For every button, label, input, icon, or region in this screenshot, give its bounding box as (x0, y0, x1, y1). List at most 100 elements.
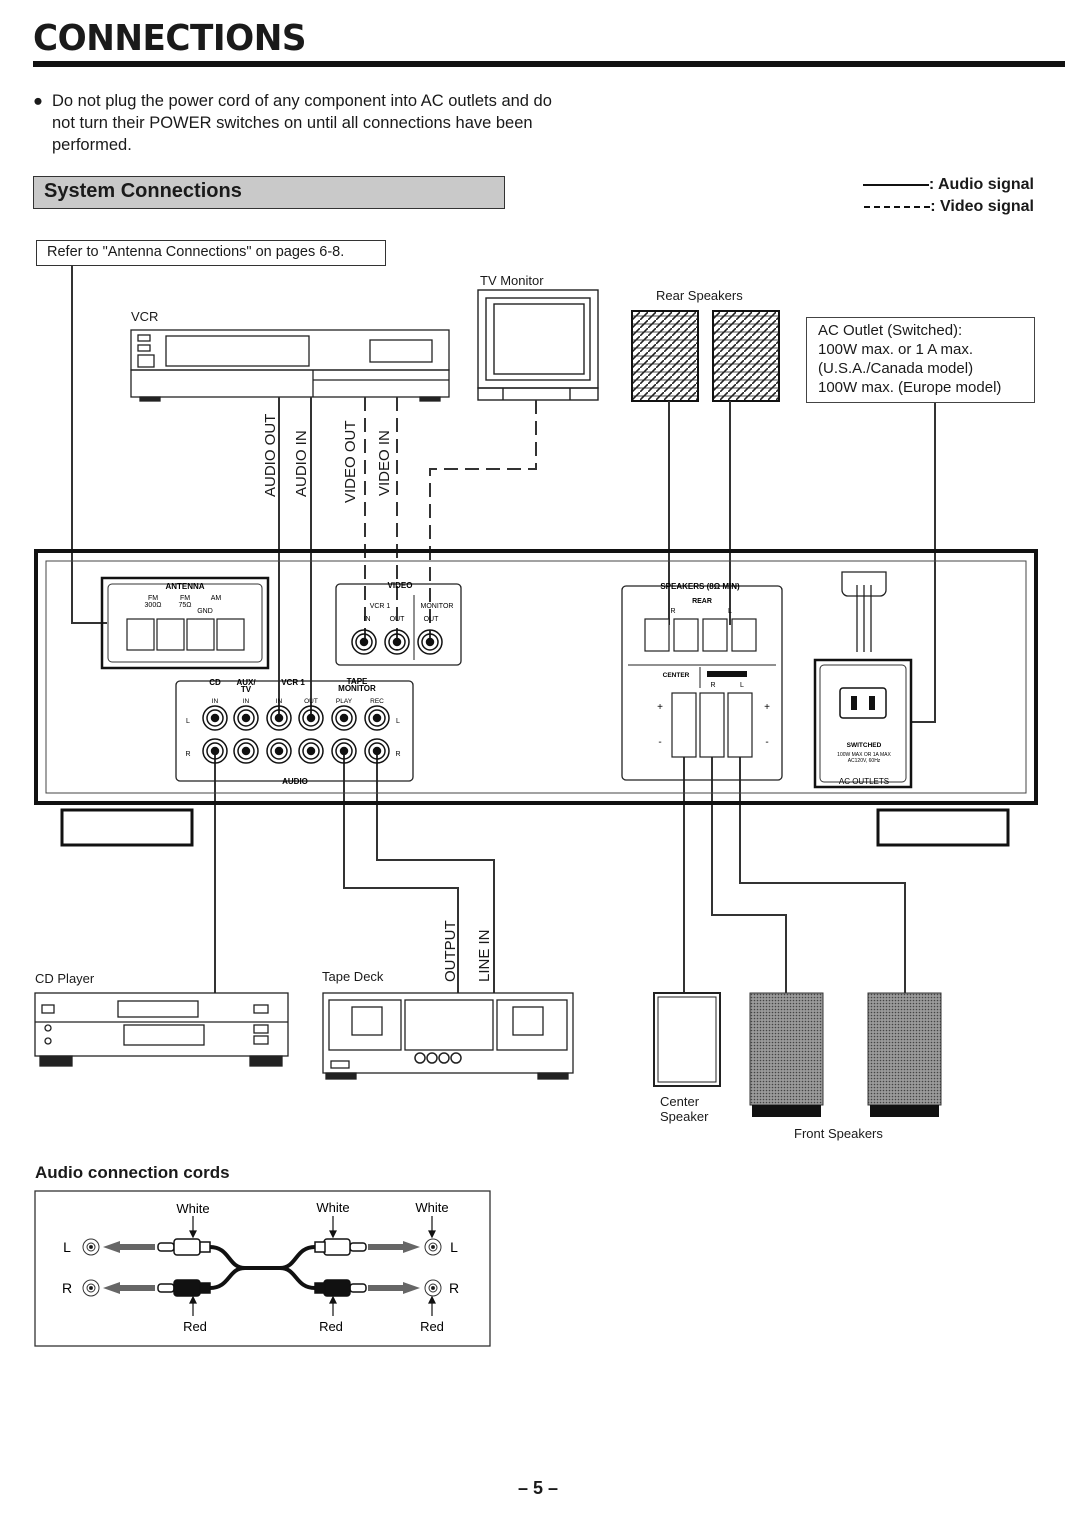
power-cord (841, 571, 887, 652)
audio-aux-label: AUX/ (236, 678, 256, 687)
video-out-jack-label: OUT (390, 616, 406, 623)
ac-outlets-title: AC OUTLETS (839, 777, 889, 786)
audio-jack (364, 705, 390, 731)
cord-l-right: L (450, 1239, 458, 1255)
antenna-reference-note: Refer to "Antenna Connections" on pages … (36, 240, 386, 266)
power-notice: ● Do not plug the power cord of any comp… (33, 92, 552, 154)
red-label-3: Red (420, 1319, 444, 1334)
audio-jack (298, 705, 324, 731)
white-label-2: White (316, 1200, 349, 1215)
video-monitor-label: MONITOR (421, 603, 454, 610)
audio-tape-label: TAPE (347, 677, 368, 686)
signal-legend: : Audio signal : Video signal (862, 174, 1034, 218)
title-rule (33, 61, 1065, 67)
audio-vcr1-label: VCR 1 (281, 678, 305, 687)
center-speaker (653, 992, 721, 1087)
front-r-label: R (710, 682, 715, 689)
video-in-jack-label: IN (364, 616, 371, 623)
fm300-label: FM (148, 595, 158, 602)
video-vcr1-label: VCR 1 (370, 603, 391, 610)
audio-cd-label: CD (209, 678, 221, 687)
audio-cords-diagram (34, 1190, 491, 1347)
fm75-label: FM (180, 595, 190, 602)
audio-jack-label: PLAY (336, 698, 353, 705)
tv-monitor-label: TV Monitor (480, 273, 544, 288)
monitor-out-jack-label: OUT (424, 616, 440, 623)
outlet-rating-1: 100W MAX OR 1A MAX (837, 752, 891, 758)
ac-outlet-wire (910, 403, 936, 723)
gnd-label: GND (197, 608, 213, 615)
legend-audio: : Audio signal (862, 174, 1034, 196)
ac-outlet-note: AC Outlet (Switched): 100W max. or 1 A m… (806, 317, 1035, 403)
speakers-rear-label: REAR (692, 598, 712, 605)
video-jack-panel (335, 583, 462, 666)
audio-right-label-2: R (395, 751, 400, 758)
plus-right-label: + (764, 702, 770, 713)
audio-right-label: R (185, 751, 190, 758)
audio-jack (331, 738, 357, 764)
am-label: AM (211, 595, 222, 602)
audio-jack (364, 738, 390, 764)
plus-left-label: + (657, 702, 663, 713)
audio-monitor-label: MONITOR (338, 684, 376, 693)
audio-jack-label: IN (212, 698, 219, 705)
switched-label: SWITCHED (847, 742, 882, 749)
front-speaker-right (749, 992, 824, 1117)
rca-cable (209, 1245, 316, 1290)
red-label-2: Red (319, 1319, 343, 1334)
audio-jack (266, 738, 292, 764)
receiver-rear-panel (34, 549, 1038, 847)
audio-jack (233, 738, 259, 764)
legend-video: : Video signal (863, 196, 1034, 218)
cord-r-left: R (62, 1280, 72, 1296)
pointer-arrows (189, 1216, 436, 1316)
audio-left-label: L (186, 718, 190, 725)
arrow-icons (103, 1241, 420, 1294)
cd-player-label: CD Player (35, 971, 95, 986)
video-wires (364, 397, 537, 650)
monitor-video-wire (429, 400, 537, 650)
solid-line-icon (862, 184, 929, 186)
audio-jack-label: IN (243, 698, 250, 705)
section-title: System Connections (44, 180, 242, 202)
outlet-rating-2: AC120V, 60Hz (848, 758, 881, 764)
rear-speaker-left (712, 310, 780, 402)
speakers-title: SPEAKERS (8Ω MIN) (660, 582, 740, 591)
tv-monitor-device (477, 289, 599, 401)
red-label-1: Red (183, 1319, 207, 1334)
audio-jack-panel (175, 680, 414, 782)
audio-jack (233, 705, 259, 731)
bullet-icon: ● (33, 92, 43, 110)
tape-line-in-wire (376, 748, 495, 993)
rear-speaker-right (631, 310, 699, 402)
audio-left-label-2: L (396, 718, 400, 725)
dashed-line-icon (864, 206, 931, 208)
white-label-1: White (176, 1201, 209, 1216)
audio-jack-label: IN (276, 698, 283, 705)
white-label-3: White (415, 1200, 448, 1215)
audio-title: AUDIO (282, 777, 308, 786)
audio-tv-label: TV (241, 685, 252, 694)
antenna-terminals (100, 576, 270, 670)
cord-l-left: L (63, 1239, 71, 1255)
rear-speakers-label: Rear Speakers (656, 288, 743, 303)
tape-deck-device (322, 992, 574, 1080)
cd-player-device (34, 992, 289, 1067)
rear-l-label: L (728, 608, 732, 615)
antenna-title: ANTENNA (165, 582, 204, 591)
front-l-label: L (740, 682, 744, 689)
audio-cords-title: Audio connection cords (35, 1163, 230, 1182)
white-plugs (157, 1238, 367, 1256)
page-title: CONNECTIONS (33, 18, 307, 59)
audio-jack-label: OUT (304, 698, 318, 705)
antenna-wire (71, 266, 107, 624)
tape-output-wire (343, 748, 459, 993)
section-header: System Connections (33, 176, 505, 209)
cord-r-right: R (449, 1280, 459, 1296)
video-title: VIDEO (388, 581, 413, 590)
vcr-label: VCR (131, 309, 159, 324)
audio-jack (298, 738, 324, 764)
front-r-wire (711, 740, 787, 993)
red-plugs (157, 1279, 367, 1297)
